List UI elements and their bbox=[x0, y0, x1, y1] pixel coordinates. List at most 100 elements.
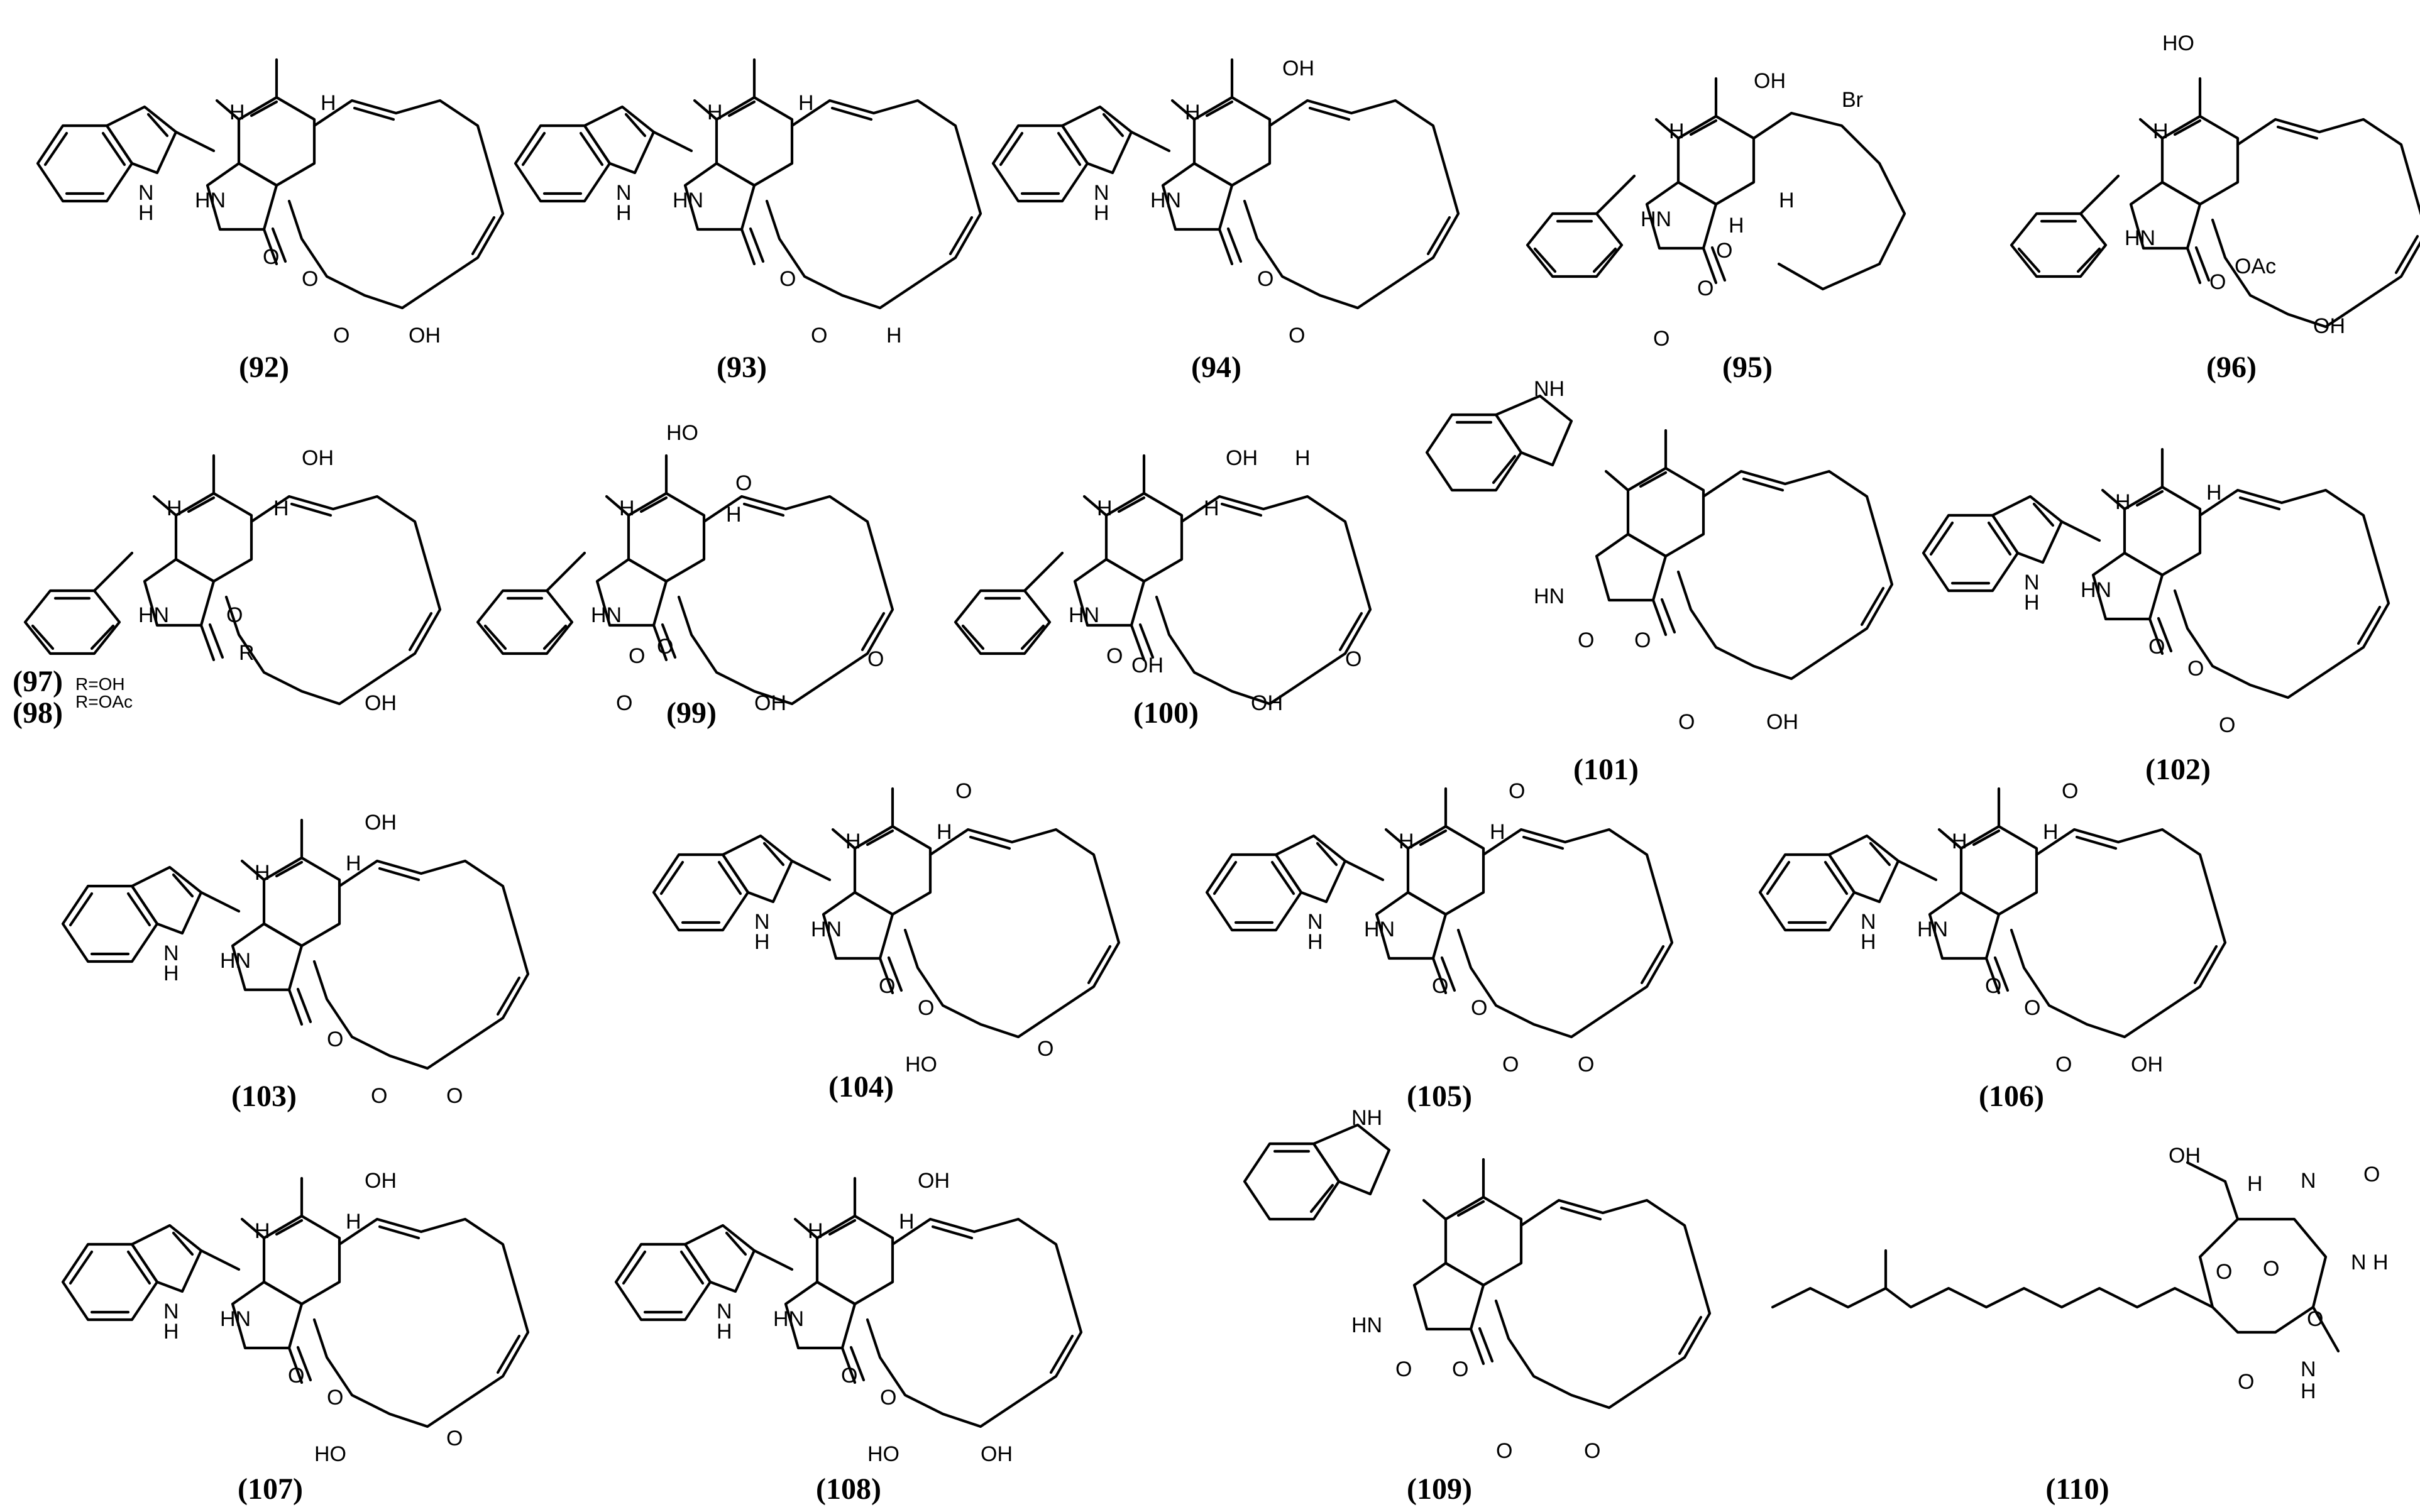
atom-label: O bbox=[629, 644, 645, 668]
atom-label: O bbox=[1289, 324, 1305, 348]
compound-95: OH Br H HN H H O O O bbox=[1527, 69, 1906, 351]
compound-label: (93) bbox=[717, 351, 767, 384]
atom-label: O bbox=[1037, 1037, 1053, 1061]
atom-label: HN bbox=[1351, 1313, 1382, 1337]
atom-label: H bbox=[726, 503, 742, 527]
atom-label: H bbox=[845, 830, 861, 853]
atom-label: O bbox=[779, 267, 796, 291]
atom-label: OH bbox=[365, 811, 397, 835]
atom-label: OH bbox=[981, 1442, 1013, 1466]
compound-100: OH H H HN O OH H OH O bbox=[955, 446, 1370, 715]
compound-107: OH H HN H O O HO O bbox=[63, 1169, 528, 1466]
atom-label: O bbox=[2363, 1163, 2380, 1186]
atom-label: N bbox=[2301, 1169, 2316, 1193]
atom-label: O bbox=[446, 1084, 463, 1108]
atom-label: H bbox=[619, 496, 635, 520]
atom-label: H bbox=[2115, 490, 2131, 514]
atom-label: O bbox=[302, 267, 318, 291]
compound-label: (95) bbox=[1722, 351, 1773, 384]
compound-92: H HN H O O O OH bbox=[38, 60, 503, 348]
atom-label: O bbox=[867, 647, 884, 671]
compound-102: H HN H O O O bbox=[1923, 449, 2389, 737]
atom-label: O bbox=[2187, 657, 2204, 681]
atom-label: HN bbox=[673, 189, 703, 212]
atom-label: HO bbox=[666, 421, 698, 445]
compound-104: O H HN H O O HO O bbox=[654, 779, 1119, 1076]
atom-label: O bbox=[1496, 1439, 1512, 1463]
atom-label: O bbox=[288, 1364, 304, 1388]
atom-label: O bbox=[616, 691, 632, 715]
atom-label: OH bbox=[918, 1169, 950, 1193]
atom-label: OH bbox=[754, 691, 786, 715]
atom-label: O bbox=[371, 1084, 387, 1108]
compound-97-98: OH H H HN O R OH bbox=[25, 446, 440, 715]
atom-label: HO bbox=[2162, 31, 2194, 55]
compound-105: O H HN H O O O O bbox=[1207, 779, 1672, 1076]
compound-label: (102) bbox=[2145, 753, 2211, 786]
atom-label: H bbox=[1185, 101, 1201, 124]
atom-label: H bbox=[1729, 214, 1744, 238]
atom-label: O bbox=[811, 324, 827, 348]
atom-label: OH bbox=[1226, 446, 1258, 470]
atom-label: HN bbox=[1069, 603, 1099, 627]
atom-label: H bbox=[1669, 119, 1685, 143]
atom-label: H bbox=[346, 1210, 361, 1234]
compound-label: (104) bbox=[828, 1070, 894, 1104]
atom-label: O bbox=[2024, 996, 2040, 1020]
atom-label: N bbox=[2301, 1357, 2316, 1381]
compound-label: (97) bbox=[13, 665, 63, 698]
atom-label: O bbox=[2216, 1260, 2232, 1284]
atom-label: N bbox=[2351, 1251, 2367, 1274]
atom-label: O bbox=[1716, 239, 1732, 263]
atom-label: O bbox=[880, 1386, 896, 1410]
atom-label: H bbox=[886, 324, 902, 348]
substituent-label: R=OAc bbox=[75, 692, 133, 711]
compound-label: (99) bbox=[666, 696, 717, 730]
atom-label: OH bbox=[1282, 57, 1314, 80]
atom-label: OH bbox=[1766, 710, 1798, 734]
compound-label: (96) bbox=[2206, 351, 2257, 384]
atom-label: HN bbox=[2081, 578, 2111, 602]
compound-label: (109) bbox=[1407, 1472, 1472, 1506]
atom-label: H bbox=[2301, 1379, 2316, 1403]
atom-label: H bbox=[937, 820, 952, 844]
atom-label: O bbox=[918, 996, 934, 1020]
atom-label: H bbox=[1295, 446, 1311, 470]
atom-label: O bbox=[263, 245, 279, 269]
atom-label: O bbox=[1578, 1053, 1594, 1076]
atom-label: O bbox=[1985, 974, 2001, 998]
atom-label: O bbox=[1678, 710, 1695, 734]
atom-label: H bbox=[798, 91, 814, 115]
compound-label: (107) bbox=[238, 1472, 303, 1506]
atom-label: HO bbox=[314, 1442, 346, 1466]
atom-label: O bbox=[1578, 628, 1594, 652]
atom-label: O bbox=[2307, 1307, 2323, 1331]
atom-label: O bbox=[2238, 1370, 2254, 1394]
atom-label: O bbox=[1257, 267, 1273, 291]
atom-label: O bbox=[2062, 779, 2078, 803]
atom-label: H bbox=[167, 496, 182, 520]
atom-label: HN bbox=[1364, 918, 1395, 941]
atom-label: O bbox=[333, 324, 349, 348]
atom-label: OH bbox=[2131, 1053, 2163, 1076]
atom-label: H bbox=[2153, 119, 2169, 143]
atom-label: H bbox=[346, 852, 361, 875]
atom-label: H bbox=[2206, 481, 2222, 505]
atom-label: HN bbox=[591, 603, 622, 627]
atom-label: H bbox=[1399, 830, 1414, 853]
compound-101: NH HN O O O OH bbox=[1425, 377, 1892, 734]
atom-label: HO bbox=[867, 1442, 899, 1466]
atom-label: H bbox=[255, 1219, 270, 1243]
atom-label: O bbox=[1697, 277, 1713, 300]
atom-label: O bbox=[955, 779, 972, 803]
atom-label: HN bbox=[1641, 207, 1671, 231]
atom-label: HN bbox=[220, 1307, 251, 1331]
atom-label: O bbox=[1345, 647, 1361, 671]
atom-label: HN bbox=[811, 918, 842, 941]
atom-label: HN bbox=[1534, 584, 1565, 608]
atom-label: HN bbox=[195, 189, 226, 212]
atom-label: NH bbox=[1534, 377, 1565, 401]
atom-label: OH bbox=[409, 324, 441, 348]
atom-label: O bbox=[1471, 996, 1487, 1020]
